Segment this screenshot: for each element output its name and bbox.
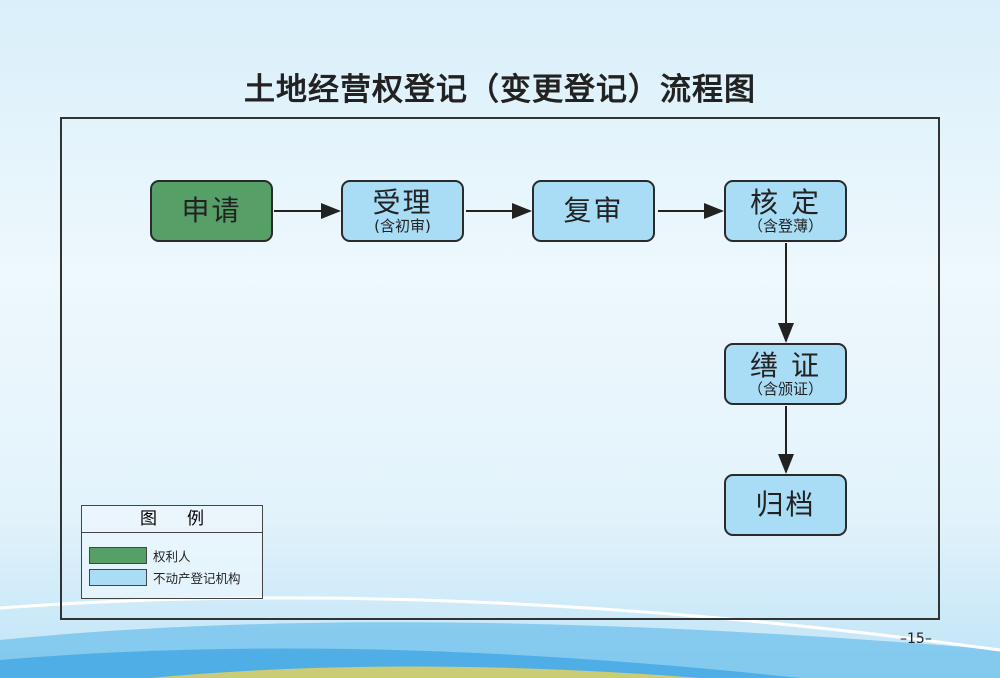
step-review: 复审 xyxy=(532,180,655,242)
legend-swatch xyxy=(89,547,147,564)
diagram-frame xyxy=(60,117,940,620)
step-archive: 归档 xyxy=(724,474,847,536)
step-verify: 核 定（含登薄） xyxy=(724,180,847,242)
page-number: –15– xyxy=(900,631,932,647)
legend-title: 图例 xyxy=(82,506,262,533)
legend-item-agency: 不动产登记机构 xyxy=(89,568,241,587)
step-accept: 受理(含初审) xyxy=(341,180,464,242)
legend: 图例 权利人 不动产登记机构 xyxy=(81,505,263,599)
legend-item-applicant: 权利人 xyxy=(89,546,191,565)
page-title: 土地经营权登记（变更登记）流程图 xyxy=(244,72,756,108)
step-apply: 申请 xyxy=(150,180,273,242)
legend-swatch xyxy=(89,569,147,586)
step-certificate: 缮 证（含颁证） xyxy=(724,343,847,405)
